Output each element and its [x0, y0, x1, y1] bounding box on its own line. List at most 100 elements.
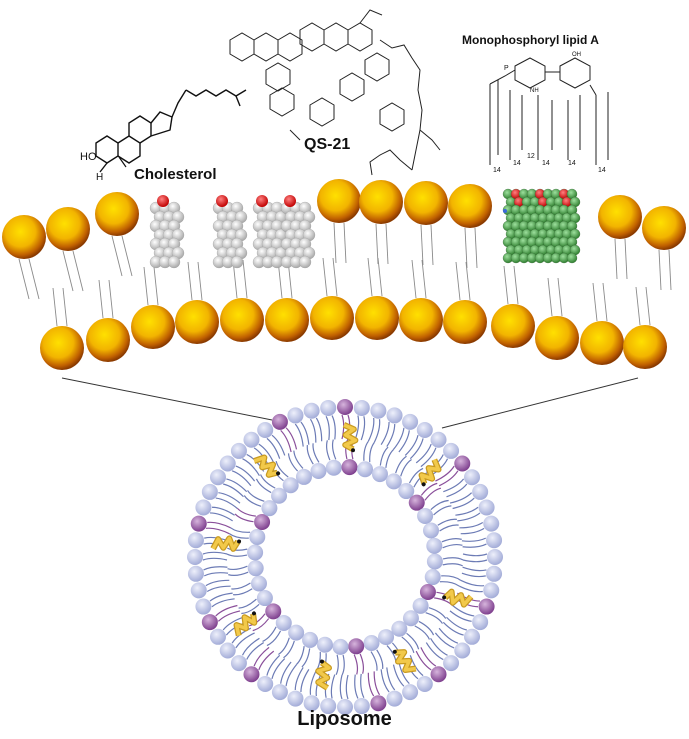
liposome-tail [420, 447, 437, 468]
liposome-tail [241, 603, 260, 615]
liposome-tail [409, 655, 424, 677]
lipid-tail [242, 259, 248, 299]
liposome-tail [228, 533, 249, 539]
liposome-embedded-molecule [233, 611, 258, 637]
lipid-tail [474, 227, 478, 269]
lipid-tail [375, 223, 379, 265]
liposome-tail [262, 626, 277, 642]
liposome-tail [306, 445, 314, 465]
liposome-head [287, 690, 304, 707]
liposome-tail [246, 642, 264, 660]
liposome-tail [438, 470, 459, 487]
lipid-head [46, 207, 90, 251]
liposome-head [412, 597, 429, 614]
lipid-tail [592, 282, 598, 322]
liposome-tail [404, 435, 419, 456]
liposome-tail [373, 419, 381, 443]
mpla-space-filling-model [502, 188, 581, 264]
liposome-tail [461, 572, 486, 578]
lipid-tail [465, 261, 471, 301]
liposome-tail [287, 453, 299, 472]
liposome-head [332, 638, 349, 655]
liposome-tail [367, 672, 375, 697]
lipid-head [491, 304, 535, 348]
liposome-tail [331, 415, 336, 440]
liposome-tail [386, 667, 396, 691]
lipid-head [443, 300, 487, 344]
liposome-head [483, 515, 500, 532]
liposome-head [386, 407, 403, 424]
liposome-head [416, 676, 433, 693]
liposome-tail [380, 669, 390, 693]
liposome-head [385, 473, 402, 490]
liposome-head [310, 462, 327, 479]
liposome-tail [442, 557, 464, 561]
liposome-tail [312, 443, 320, 463]
liposome-tail [398, 430, 410, 453]
embedded-molecule-highlight [234, 613, 257, 636]
lipid-tail [111, 235, 123, 277]
liposome-tail [218, 492, 241, 504]
liposome-tail [309, 418, 317, 443]
liposome-tail [331, 439, 337, 460]
liposome-tail [280, 429, 292, 453]
liposome-head [265, 603, 282, 620]
liposome-tail [300, 669, 310, 693]
liposome-tail [243, 495, 262, 507]
liposome-tail [462, 559, 488, 563]
embedded-molecule-highlight [316, 661, 331, 690]
liposome-head [195, 499, 212, 516]
liposome-tail [455, 506, 479, 516]
embedded-molecule-terminal [421, 482, 426, 487]
lipid-tail [385, 223, 389, 265]
liposome-tail [226, 553, 248, 557]
liposome-head [443, 442, 460, 459]
liposome-head [370, 695, 387, 712]
lipid-tail [367, 257, 373, 297]
liposome-tail [241, 637, 260, 656]
liposome-head [370, 402, 387, 419]
liposome-head [282, 477, 299, 494]
lipid-head [220, 298, 264, 342]
liposome-head [190, 515, 207, 532]
cholesterol-molecules [149, 195, 316, 269]
lipid-tail [464, 227, 468, 269]
liposome-tail [330, 674, 336, 699]
liposome-tail [227, 547, 248, 551]
liposome-tail [222, 616, 244, 631]
mpla-structure [489, 57, 609, 165]
liposome-tail [434, 632, 455, 649]
liposome-tail [354, 674, 359, 699]
liposome-tail [295, 646, 305, 665]
liposome-head [187, 532, 204, 549]
liposome-head [295, 468, 312, 485]
embedded-molecule-terminal [251, 611, 256, 616]
liposome-tail [415, 650, 432, 671]
lipid-tail [121, 235, 133, 277]
mpla-atom [566, 252, 578, 264]
liposome-tail [242, 458, 260, 476]
liposome-head [271, 413, 288, 430]
lipid-head [131, 305, 175, 349]
liposome-tail [294, 423, 304, 447]
lipid-tail [430, 224, 434, 266]
liposome-head [316, 636, 333, 653]
liposome-head [424, 569, 441, 586]
liposome-tail [205, 579, 230, 587]
lipid-tail [143, 266, 149, 306]
liposome-head [256, 590, 273, 607]
liposome-tail [425, 612, 443, 624]
mpla-chain-label: 14 [513, 160, 521, 167]
mpla-group-label: OH [572, 52, 581, 58]
lipid-tail [455, 261, 461, 301]
liposome-tail [326, 440, 331, 461]
liposome-head [483, 582, 500, 599]
lipid-tail [547, 277, 553, 317]
liposome-head [416, 421, 433, 438]
liposome-tail [258, 650, 275, 671]
liposome-tail [418, 620, 435, 636]
liposome-tail [428, 607, 447, 619]
embedded-molecule-highlight [443, 589, 473, 607]
lipid-tail [18, 258, 30, 300]
embedded-molecule-highlight [211, 536, 240, 551]
